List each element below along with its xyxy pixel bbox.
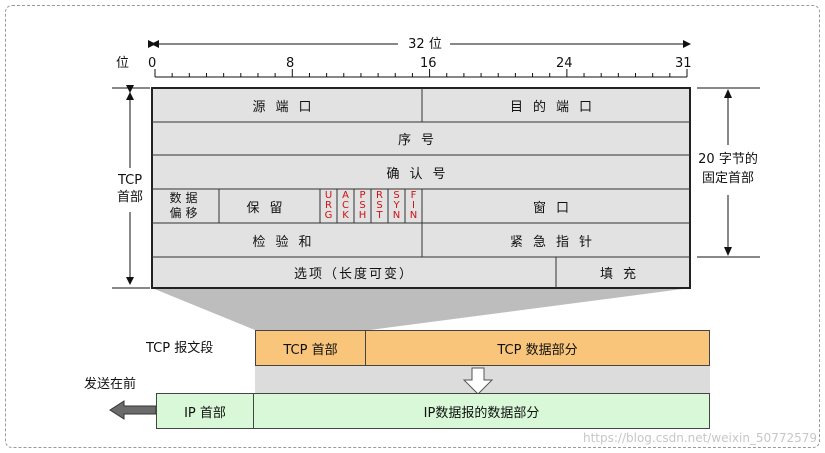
tcp-segment-label: TCP 报文段 xyxy=(146,341,214,356)
flag-fin: F I N xyxy=(409,190,418,221)
encapsulate-arrow-icon xyxy=(462,367,494,395)
field-ack-number: 确认号 xyxy=(386,166,456,182)
bit-ruler xyxy=(154,69,688,78)
field-source-port: 源端口 xyxy=(252,99,322,115)
tick-label-16: 16 xyxy=(420,56,437,71)
field-window: 窗口 xyxy=(532,200,579,216)
field-reserved: 保留 xyxy=(246,200,293,216)
watermark: https://blog.csdn.net/weixin_50772579 xyxy=(582,431,817,445)
ip-header-box: IP 首部 xyxy=(156,393,254,429)
wei-label: 位 xyxy=(116,56,130,71)
ip-data-box: IP数据报的数据部分 xyxy=(253,393,710,429)
field-urgent-pointer: 紧急指针 xyxy=(509,234,602,250)
tcp-header-side-label: TCP 首部 xyxy=(110,172,150,206)
diagram-frame xyxy=(5,5,820,448)
flag-urg: U R G xyxy=(324,190,333,221)
flag-rst: R S T xyxy=(376,190,383,221)
field-padding: 填充 xyxy=(599,267,646,282)
send-direction-arrow-icon xyxy=(109,400,157,420)
tick-label-8: 8 xyxy=(286,56,295,71)
tick-label-24: 24 xyxy=(556,56,573,71)
field-data-offset: 数据 偏移 xyxy=(169,191,202,220)
tick-label-31: 31 xyxy=(675,56,692,71)
zoom-shade xyxy=(152,288,690,330)
field-options: 选项（长度可变） xyxy=(293,267,414,282)
flag-syn: S Y N xyxy=(392,190,401,221)
flag-psh: P S H xyxy=(358,190,367,221)
flag-ack: A C K xyxy=(342,190,349,221)
tcp-data-box: TCP 数据部分 xyxy=(365,330,710,366)
bits-width-label: 32 位 xyxy=(400,38,450,51)
fixed-20-bytes-label: 20 字节的 固定首部 xyxy=(692,150,764,188)
field-sequence-number: 序号 xyxy=(397,133,444,148)
send-first-label: 发送在前 xyxy=(84,377,137,392)
tcp-header-box: TCP 首部 xyxy=(255,330,366,366)
field-destination-port: 目的端口 xyxy=(509,99,602,115)
field-checksum: 检验和 xyxy=(252,234,322,250)
tick-label-0: 0 xyxy=(148,56,157,71)
tcp-header-table xyxy=(151,87,691,289)
